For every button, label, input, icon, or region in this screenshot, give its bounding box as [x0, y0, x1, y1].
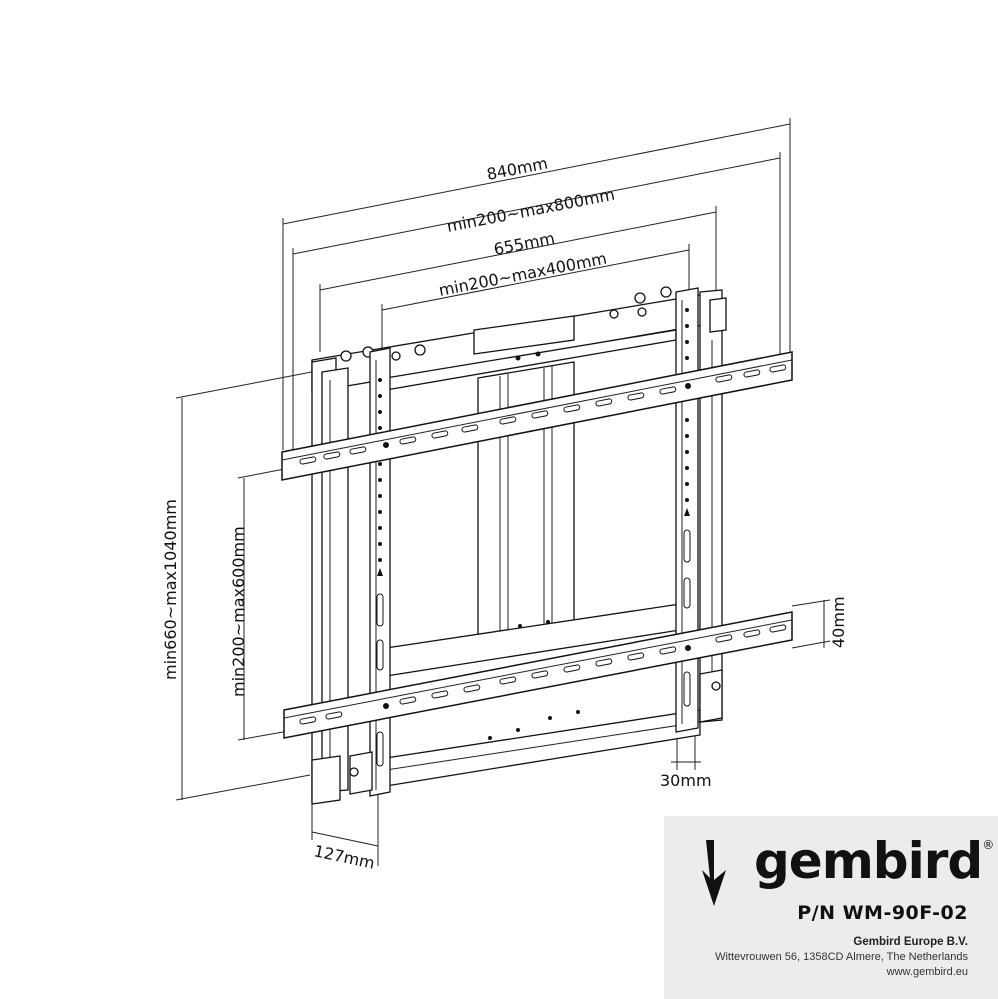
dim-840-lines — [282, 118, 791, 450]
part-number: P/N WM-90F-02 — [797, 902, 968, 924]
top-horizontal-rail — [281, 351, 793, 481]
company-name: Gembird Europe B.V. — [853, 936, 968, 948]
dim-840-label: 840mm — [485, 153, 549, 183]
dim-655-lines — [319, 206, 717, 352]
dim-40-label: 40mm — [829, 596, 848, 648]
dim-127-label: 127mm — [312, 841, 376, 872]
right-vertical-bracket — [675, 287, 699, 733]
brand-logo: gembird® — [754, 832, 994, 890]
dim-1040-label: min660~max1040mm — [161, 499, 180, 680]
registered-mark: ® — [982, 838, 994, 852]
dim-30-label: 30mm — [660, 771, 712, 790]
dim-655-label: 655mm — [492, 228, 556, 258]
dim-400-label: min200~max400mm — [437, 249, 608, 300]
dim-800-lines — [292, 152, 781, 468]
bottom-feet — [311, 669, 723, 805]
dim-127-lines — [311, 792, 379, 866]
gembird-arrow-icon — [702, 840, 726, 906]
bottom-horizontal-rail — [283, 611, 793, 740]
company-address: Wittevrouwen 56, 1358CD Almere, The Neth… — [715, 951, 968, 963]
dim-40-lines — [791, 599, 831, 649]
dim-400-lines — [381, 244, 690, 348]
brand-name: gembird — [754, 832, 983, 890]
left-vertical-bracket — [369, 347, 391, 797]
dim-600-label: min200~max600mm — [229, 526, 248, 697]
brand-panel: gembird® P/N WM-90F-02 Gembird Europe B.… — [664, 816, 998, 999]
company-website: www.gembird.eu — [886, 966, 968, 978]
dim-800-label: min200~max800mm — [445, 185, 616, 236]
wall-frame — [311, 286, 727, 803]
